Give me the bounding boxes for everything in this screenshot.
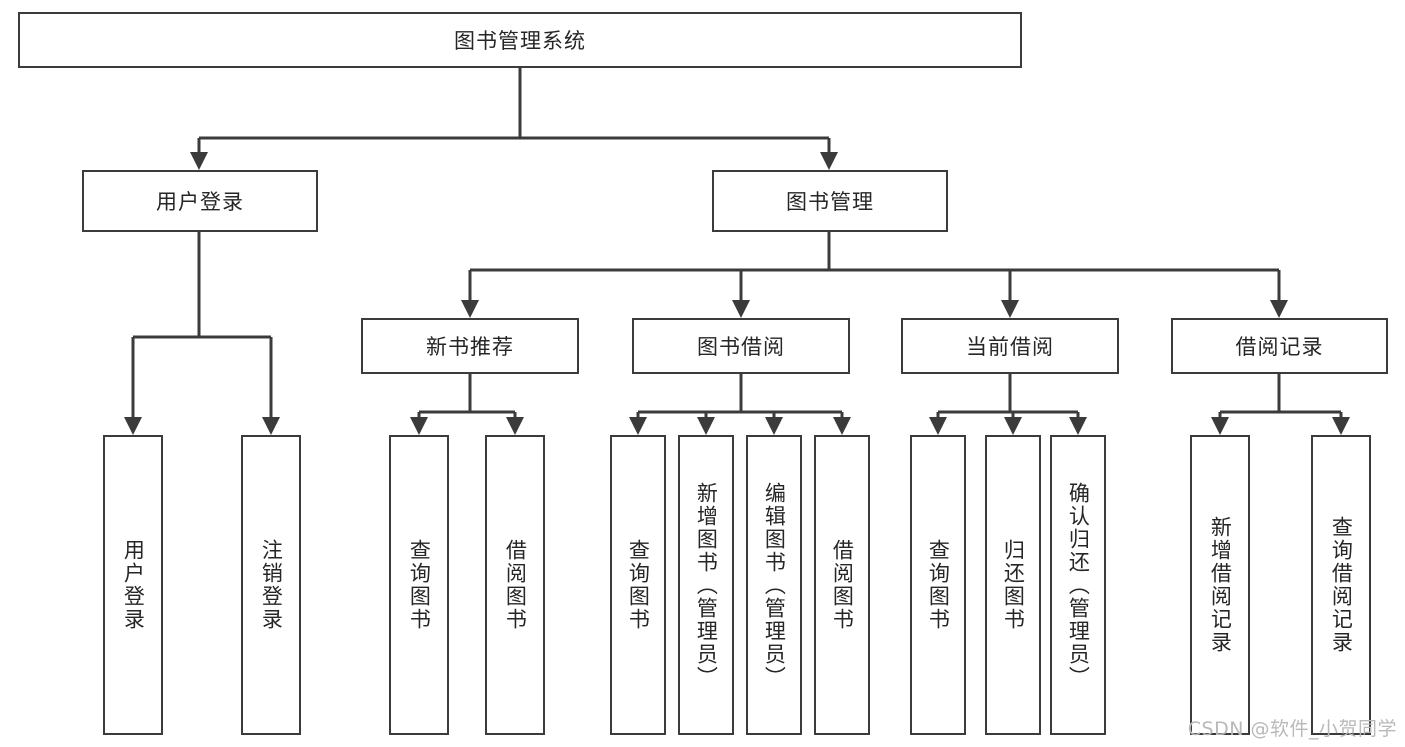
node-leaf-0[interactable]: 用户登录 (103, 435, 163, 735)
node-level2-0[interactable]: 用户登录 (82, 170, 318, 232)
node-leaf-7-label: 借阅图书 (830, 539, 855, 631)
node-leaf-10[interactable]: 确认归还（管理员） (1050, 435, 1106, 735)
node-leaf-2-label: 查询图书 (407, 539, 432, 631)
node-root[interactable]: 图书管理系统 (18, 12, 1022, 68)
node-root-label: 图书管理系统 (454, 29, 586, 53)
node-leaf-0-label: 用户登录 (121, 539, 146, 631)
node-leaf-12-label: 查询借阅记录 (1329, 516, 1354, 654)
node-level2-1-label: 图书管理 (786, 190, 874, 214)
node-leaf-1[interactable]: 注销登录 (241, 435, 301, 735)
node-leaf-11-label: 新增借阅记录 (1208, 516, 1233, 654)
node-level3-1-label: 图书借阅 (697, 335, 785, 359)
node-leaf-9[interactable]: 归还图书 (985, 435, 1041, 735)
node-level3-2[interactable]: 当前借阅 (901, 318, 1119, 374)
node-leaf-8-label: 查询图书 (926, 539, 951, 631)
node-level3-3-label: 借阅记录 (1235, 335, 1324, 359)
node-leaf-7[interactable]: 借阅图书 (814, 435, 870, 735)
node-level3-0-label: 新书推荐 (426, 335, 514, 359)
node-leaf-5[interactable]: 新增图书（管理员） (678, 435, 734, 735)
node-level3-3[interactable]: 借阅记录 (1171, 318, 1388, 374)
node-level3-1[interactable]: 图书借阅 (632, 318, 850, 374)
node-leaf-8[interactable]: 查询图书 (910, 435, 966, 735)
node-leaf-4[interactable]: 查询图书 (610, 435, 666, 735)
node-leaf-10-label: 确认归还（管理员） (1066, 481, 1091, 689)
node-leaf-2[interactable]: 查询图书 (389, 435, 449, 735)
node-leaf-6-label: 编辑图书（管理员） (762, 481, 787, 689)
node-level2-1[interactable]: 图书管理 (712, 170, 948, 232)
node-leaf-5-label: 新增图书（管理员） (694, 481, 719, 689)
watermark: CSDN @软件_小贺同学 (1187, 718, 1397, 740)
node-leaf-3-label: 借阅图书 (503, 539, 528, 631)
node-leaf-11[interactable]: 新增借阅记录 (1190, 435, 1250, 735)
node-level2-0-label: 用户登录 (156, 190, 244, 214)
node-level3-2-label: 当前借阅 (966, 335, 1054, 359)
node-leaf-12[interactable]: 查询借阅记录 (1311, 435, 1371, 735)
node-leaf-1-label: 注销登录 (259, 539, 284, 631)
node-leaf-9-label: 归还图书 (1001, 539, 1026, 631)
node-leaf-6[interactable]: 编辑图书（管理员） (746, 435, 802, 735)
node-leaf-4-label: 查询图书 (626, 539, 651, 631)
node-leaf-3[interactable]: 借阅图书 (485, 435, 545, 735)
node-level3-0[interactable]: 新书推荐 (361, 318, 579, 374)
